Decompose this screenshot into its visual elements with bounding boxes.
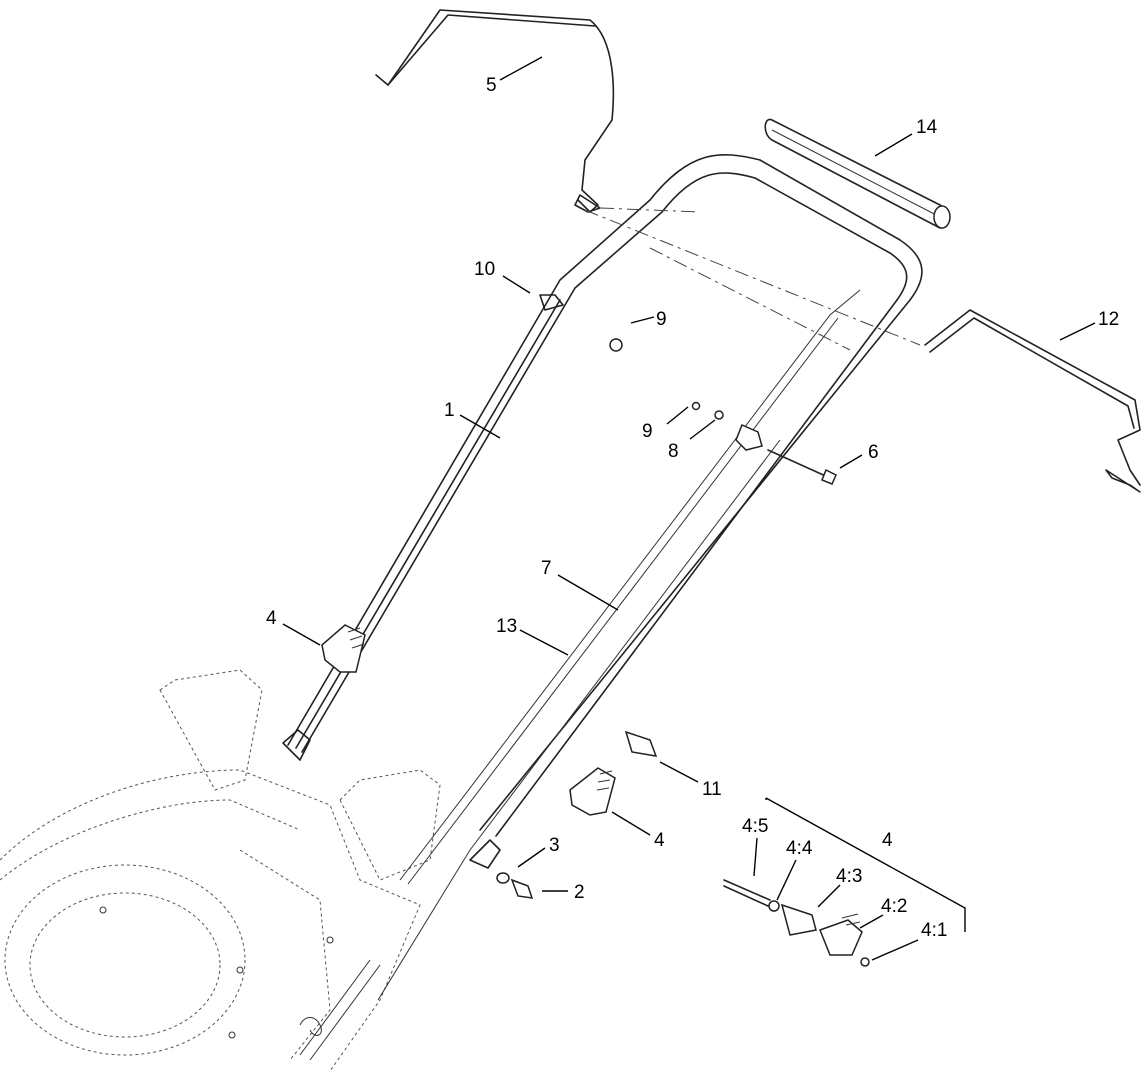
- control-bar-5: [375, 9, 615, 213]
- callout-4-4: 4:4: [786, 838, 813, 859]
- callout-14: 14: [916, 117, 938, 138]
- callout-12: 12: [1098, 309, 1119, 330]
- control-cables: [299, 289, 861, 1061]
- callout-1: 1: [444, 400, 455, 421]
- mower-deck-outline: [0, 669, 441, 1071]
- height-knob-left: [321, 624, 366, 673]
- callout-4-1: 4:1: [921, 920, 947, 941]
- bolt-6: [767, 449, 837, 485]
- callout-9-mid: 9: [642, 421, 653, 442]
- nut-9: [609, 338, 623, 352]
- callout-4-right: 4: [654, 830, 665, 851]
- callout-7: 7: [541, 558, 552, 579]
- handle-grip: [764, 118, 951, 229]
- alignment-lines: [584, 207, 921, 351]
- callout-9-top: 9: [656, 309, 667, 330]
- washer-8: [691, 401, 724, 420]
- callout-4-left: 4: [266, 608, 277, 629]
- bolt-2: [510, 878, 534, 899]
- callout-3: 3: [549, 835, 560, 856]
- callout-11: 11: [702, 779, 722, 800]
- hairpin-10: [539, 294, 564, 311]
- knob-assembly-detail: [723, 797, 966, 967]
- callout-4-kit: 4: [882, 830, 893, 851]
- control-bar-12: [924, 309, 1141, 493]
- callout-4-5: 4:5: [742, 816, 768, 837]
- upper-handle: [282, 154, 923, 869]
- callout-10: 10: [474, 259, 495, 280]
- callout-2: 2: [574, 882, 585, 903]
- callout-labels: 5 14 10 9 12 1 9 8 6 7 13 4 11 4 4 3 2 4…: [266, 75, 1119, 941]
- callout-5: 5: [486, 75, 497, 96]
- callout-13: 13: [496, 616, 517, 637]
- callout-8: 8: [668, 441, 679, 462]
- cable-guide-8: [735, 424, 763, 451]
- leader-lines: [282, 56, 1096, 961]
- callout-4-3: 4:3: [836, 866, 862, 887]
- height-knob-right: [569, 767, 616, 816]
- callout-6: 6: [868, 442, 879, 463]
- washer-3: [496, 872, 510, 884]
- callout-4-2: 4:2: [881, 896, 907, 917]
- cable-clip-11: [624, 730, 658, 757]
